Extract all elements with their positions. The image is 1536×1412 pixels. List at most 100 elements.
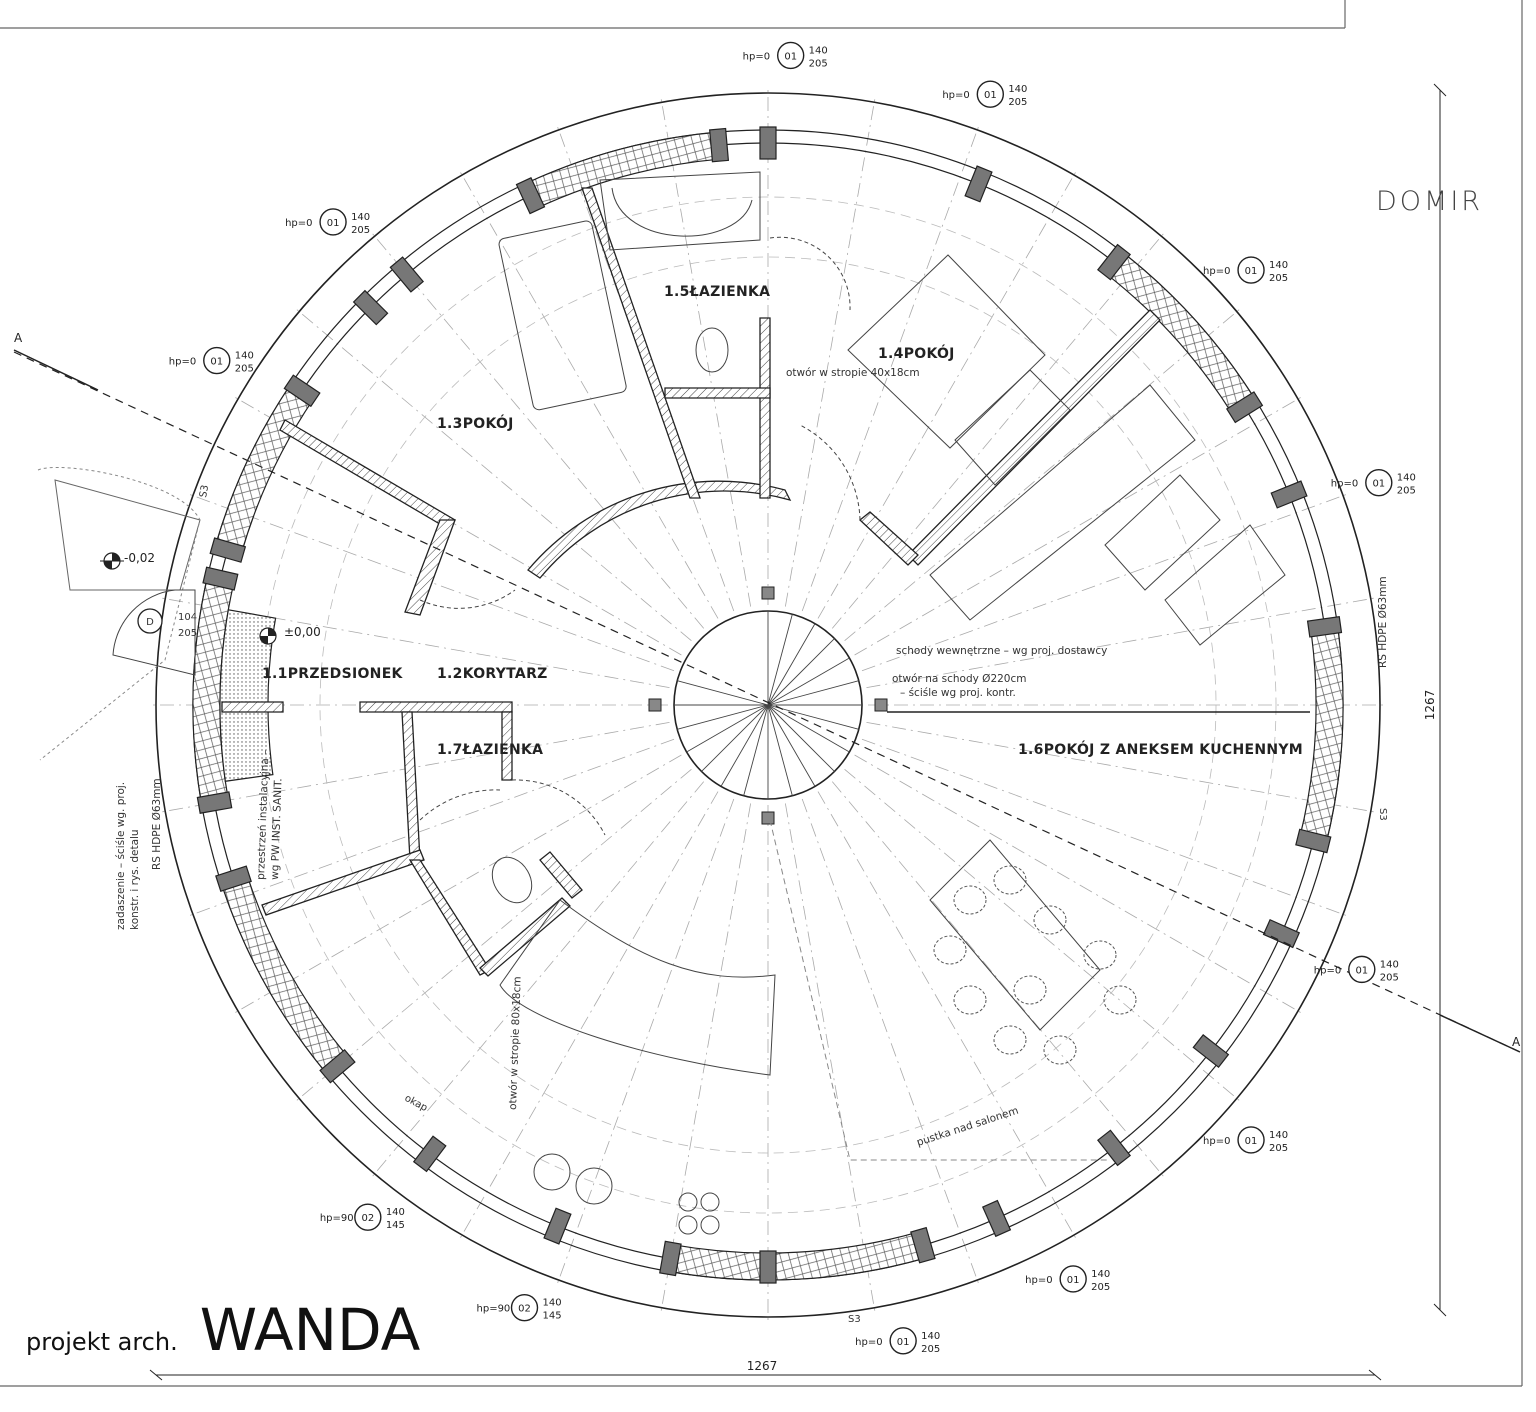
level-outside-value: -0,02 (124, 551, 155, 565)
dining-chair (953, 985, 987, 1015)
domir-logo: DOMIR (1376, 186, 1484, 217)
note-stairs-opening-2: – ściśle wg proj. kontr. (900, 687, 1016, 699)
window-width: 140 (1008, 84, 1027, 95)
door-tag-letter: D (146, 617, 154, 628)
window-tag-circle (354, 1203, 382, 1231)
wall-pier (352, 289, 389, 326)
window-tag-number: 01 (784, 51, 797, 62)
window-tag-number: 02 (361, 1213, 374, 1224)
stair-tread (767, 657, 850, 706)
window-tag-circle (203, 346, 231, 375)
spiral-staircase (648, 586, 1310, 825)
note-void-over-living: pustka nad salonem (915, 1105, 1020, 1149)
radial-line (844, 768, 1244, 1104)
radial-line (457, 791, 719, 1243)
window-sill-height: hp=0 (169, 357, 196, 368)
room-label-1-5: 1.5ŁAZIENKA (664, 284, 770, 300)
window-tag-number: 01 (210, 357, 223, 368)
stair-tread (743, 704, 769, 796)
radial-line (230, 394, 682, 656)
radial-grid-lines (148, 85, 1388, 1325)
wall-pier (412, 1135, 447, 1173)
wall-segment (219, 609, 277, 782)
window-tag-number: 01 (1372, 479, 1385, 490)
window-width: 140 (1380, 959, 1399, 970)
dimension-height: 1267 (1423, 690, 1437, 721)
window-tag-circle (1365, 468, 1393, 497)
stair-tread (767, 614, 793, 706)
wall-pier (196, 791, 233, 814)
window-height: 205 (1008, 97, 1027, 108)
wall-pier (1306, 615, 1343, 638)
stair-tread (767, 704, 850, 753)
note-installation-1: przestrzeń instalacyjna – (255, 749, 272, 880)
window-tag-circle (319, 208, 347, 236)
room-label-1-6: 1.6POKÓJ Z ANEKSEM KUCHENNYM (1018, 740, 1303, 758)
level-inside-value: ±0,00 (284, 625, 321, 639)
note-canopy-1: zadaszenie – ściśle wg. proj. (115, 782, 127, 930)
wall-pier (981, 1199, 1012, 1238)
radial-line (817, 791, 1079, 1243)
stair-tread (767, 704, 793, 796)
window-width: 140 (235, 351, 254, 362)
dining-chair (993, 865, 1027, 895)
wall-tag-right: S3 (1377, 808, 1388, 821)
wall-pier (1097, 1129, 1131, 1167)
stair-tread (677, 680, 769, 706)
dimension-lines (149, 83, 1447, 1381)
radial-line (659, 803, 752, 1316)
window-sill-height: hp=90 (477, 1304, 511, 1315)
dining-chair (953, 885, 987, 915)
window-width: 140 (351, 212, 370, 223)
radial-line (866, 596, 1379, 689)
window-width: 140 (921, 1331, 940, 1342)
radial-line (185, 738, 675, 918)
window-height: 145 (386, 1220, 405, 1231)
window-tag-circle (976, 80, 1005, 108)
stair-tread (720, 704, 769, 787)
dining-chair (933, 935, 967, 965)
wall-pier (209, 537, 247, 563)
note-pipe-right: RS HDPE Ø63mm (1377, 576, 1389, 668)
dining-chair (1013, 975, 1047, 1005)
radial-line (784, 803, 877, 1316)
radial-line (369, 781, 705, 1181)
dining-chair (1103, 985, 1137, 1015)
window-tag-number: 01 (897, 1337, 910, 1348)
note-pipe-left: RS HDPE Ø63mm (151, 778, 163, 870)
stair-tread (767, 680, 859, 706)
wall-pier (1270, 480, 1308, 509)
window-tag-circle (1059, 1265, 1087, 1293)
room-label-1-2: 1.2KORYTARZ (437, 666, 548, 682)
wall-pier (759, 126, 777, 160)
furniture (37, 171, 1286, 1235)
room-label-1-4: 1.4POKÓJ (878, 344, 955, 362)
wall-pier (659, 1240, 682, 1277)
window-height: 145 (543, 1311, 562, 1322)
radial-line (292, 768, 692, 1104)
window-tag-circle (776, 41, 805, 70)
wall-pier (759, 1250, 777, 1284)
wall-segment (667, 1231, 928, 1281)
stair-tread (767, 623, 816, 706)
wall-pier (1262, 918, 1301, 949)
door-width: 104 (178, 612, 197, 623)
section-start-label: A (14, 331, 23, 345)
window-width: 140 (1091, 1269, 1110, 1280)
window-tag-circle (1348, 955, 1376, 984)
room-label-1-1: 1.1PRZEDSIONEK (262, 666, 404, 682)
window-width: 140 (386, 1207, 405, 1218)
radial-line (866, 721, 1379, 814)
wall-pier (1225, 391, 1264, 424)
wall-pier (1295, 828, 1332, 854)
section-end-label: A (1512, 1035, 1521, 1049)
window-width: 140 (1269, 1130, 1288, 1141)
stair-tread (677, 704, 769, 730)
note-ceiling-opening-lower: otwór w stropie 80x18cm (507, 976, 524, 1110)
wall-pier (319, 1048, 356, 1084)
